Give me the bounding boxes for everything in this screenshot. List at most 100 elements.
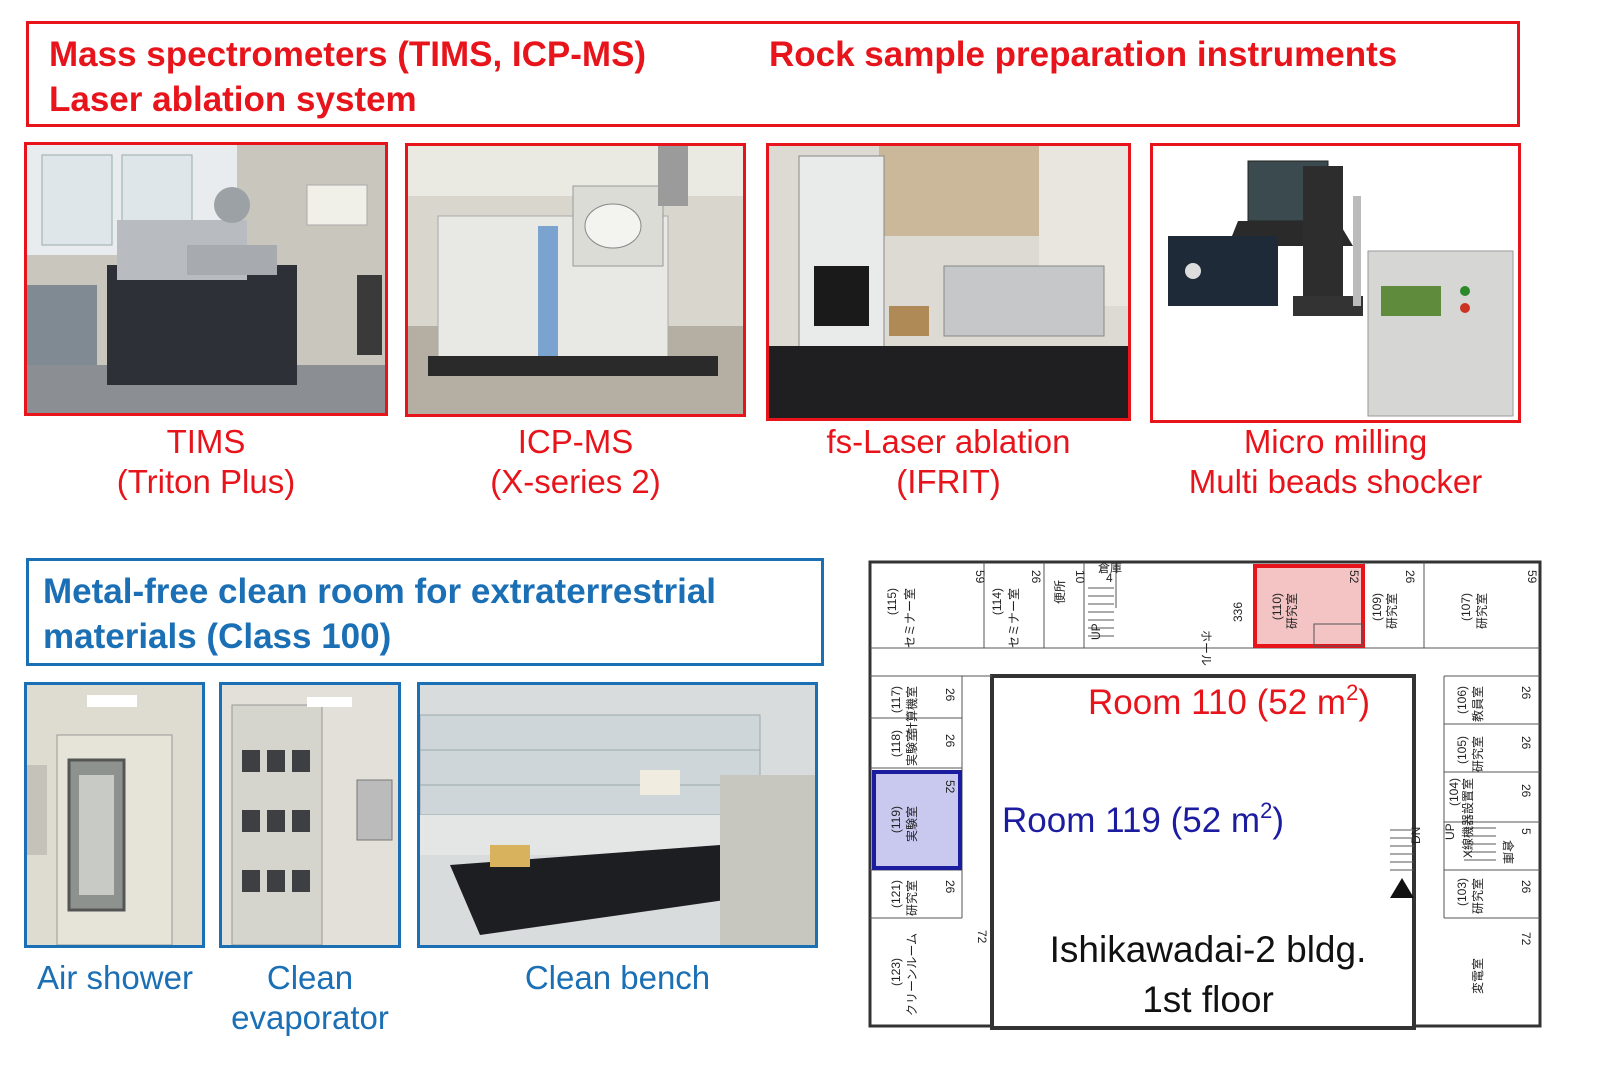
caption-clean-evaporator-line1: Clean [266,959,354,996]
entrance-triangle-icon [1390,878,1414,898]
caption-tims-line1: TIMS [166,423,246,460]
caption-clean-evaporator: Clean evaporator [210,958,410,1038]
caption-fs-laser-line1: fs-Laser ablation [826,423,1071,460]
stairs-right [1390,827,1496,871]
hall-label: ホール [1199,630,1213,666]
room-123-area: 72 [975,930,989,944]
room-119-highlight [872,770,962,870]
room-119-number: (119) [889,806,903,833]
room-119-area: 52 [943,780,957,794]
building-name: Ishikawadai-2 bldg. [1050,929,1367,970]
up-label-right: UP [1443,823,1457,840]
caption-air-shower: Air shower [20,958,210,998]
storage-top-label: 倉庫 [1098,560,1122,575]
down-label: DN [1409,827,1423,844]
room-115-number: (115) [885,588,899,615]
floor-label: 1st floor [1142,979,1274,1020]
clean-room-header: Metal-free clean room for extraterrestri… [26,558,824,666]
room-114-number: (114) [990,588,1004,615]
tims-photo-illustration [27,145,385,413]
caption-clean-evaporator-line2: evaporator [231,999,389,1036]
room-107-area: 59 [1525,570,1539,584]
room-118-number: (118) [889,730,903,757]
caption-fs-laser: fs-Laser ablation (IFRIT) [766,422,1131,502]
storage-right-area: 5 [1519,828,1533,835]
clean-evaporator-photo-illustration [222,685,398,945]
room-107-name: 研究室 [1474,593,1489,629]
header-mass-spectrometers: Mass spectrometers (TIMS, ICP-MS) [49,35,647,74]
photo-clean-evaporator [219,682,401,948]
room-117-area: 26 [943,688,957,702]
room-103-area: 26 [1519,880,1533,894]
room-110-highlight [1253,564,1365,648]
room-109-number: (109) [1370,593,1384,621]
room-105-area: 26 [1519,736,1533,750]
room-119-name: 実験室 [904,806,919,842]
fs-laser-photo-illustration [769,146,1128,418]
icp-ms-photo-illustration [408,146,743,414]
substation-label: 変電室 [1470,958,1485,994]
room-115-name: セミナー室 [902,588,917,648]
room-109-name: 研究室 [1384,593,1399,629]
room-121-name: 研究室 [904,880,919,916]
substation-area: 72 [1519,932,1533,946]
courtyard [990,674,1416,1030]
hall-area: 336 [1231,602,1245,622]
clean-room-header-line1: Metal-free clean room for extraterrestri… [43,572,717,611]
toilet-area: 10 [1073,570,1087,584]
caption-fs-laser-line2: (IFRIT) [896,463,1001,500]
caption-micro-milling: Micro milling Multi beads shocker [1150,422,1521,502]
up-label-top: UP [1089,623,1103,640]
room-106-area: 26 [1519,686,1533,700]
instruments-header: Mass spectrometers (TIMS, ICP-MS) Rock s… [26,21,1520,127]
room-106-number: (106) [1455,686,1469,714]
room-117-name: 計算機室 [904,686,919,734]
caption-icp-ms: ICP-MS (X-series 2) [405,422,746,502]
caption-tims-line2: (Triton Plus) [116,463,296,500]
caption-micro-milling-line1: Micro milling [1243,423,1428,460]
room-110-callout: Room 110 (52 m2) [1088,680,1370,722]
caption-clean-bench-line1: Clean bench [524,959,711,996]
stairs-top [1088,587,1114,637]
floor-plan: (115) セミナー室 59 (114) セミナー室 26 便所 10 倉庫 4… [868,560,1542,1030]
caption-icp-ms-line2: (X-series 2) [490,463,661,500]
room-117-number: (117) [889,686,903,713]
room-123-name: クリーンルーム [905,933,919,1016]
photo-air-shower [24,682,205,948]
room-103-name: 研究室 [1470,878,1485,914]
room-105-name: 研究室 [1470,736,1485,772]
room-110-name: 研究室 [1284,593,1299,629]
room-119-callout: Room 119 (52 m2) [1002,798,1284,840]
caption-micro-milling-line2: Multi beads shocker [1188,463,1483,500]
air-shower-photo-illustration [27,685,202,945]
caption-tims: TIMS (Triton Plus) [24,422,388,502]
photo-clean-bench [417,682,818,948]
clean-bench-photo-illustration [420,685,815,945]
micro-milling-photo-illustration [1153,146,1518,420]
caption-clean-bench: Clean bench [417,958,818,998]
caption-air-shower-line1: Air shower [37,959,193,996]
room-109-area: 26 [1403,570,1417,584]
photo-tims [24,142,388,416]
room-121-area: 26 [943,880,957,894]
room-103-number: (103) [1455,878,1469,906]
room-110-area: 52 [1347,570,1361,584]
room-123-number: (123) [889,958,903,986]
room-104-name: X線機器設置室 [1460,778,1475,858]
photo-micro-milling [1150,143,1521,423]
room-114-name: セミナー室 [1006,588,1021,648]
room-104-area: 26 [1519,784,1533,798]
room-114-area: 26 [1029,570,1043,584]
room-110-number: (110) [1270,593,1284,620]
toilet-label: 便所 [1053,580,1067,604]
room-118-area: 26 [943,734,957,748]
room-104-number: (104) [1447,778,1461,806]
storage-right-label: 倉庫 [1501,840,1516,864]
clean-room-header-line2: materials (Class 100) [43,617,392,656]
room-107-number: (107) [1459,593,1473,621]
photo-icp-ms [405,143,746,417]
storage-top-area: 4 [1106,571,1113,585]
room-121-number: (121) [889,880,903,908]
room-105-number: (105) [1455,736,1469,764]
photo-fs-laser [766,143,1131,421]
